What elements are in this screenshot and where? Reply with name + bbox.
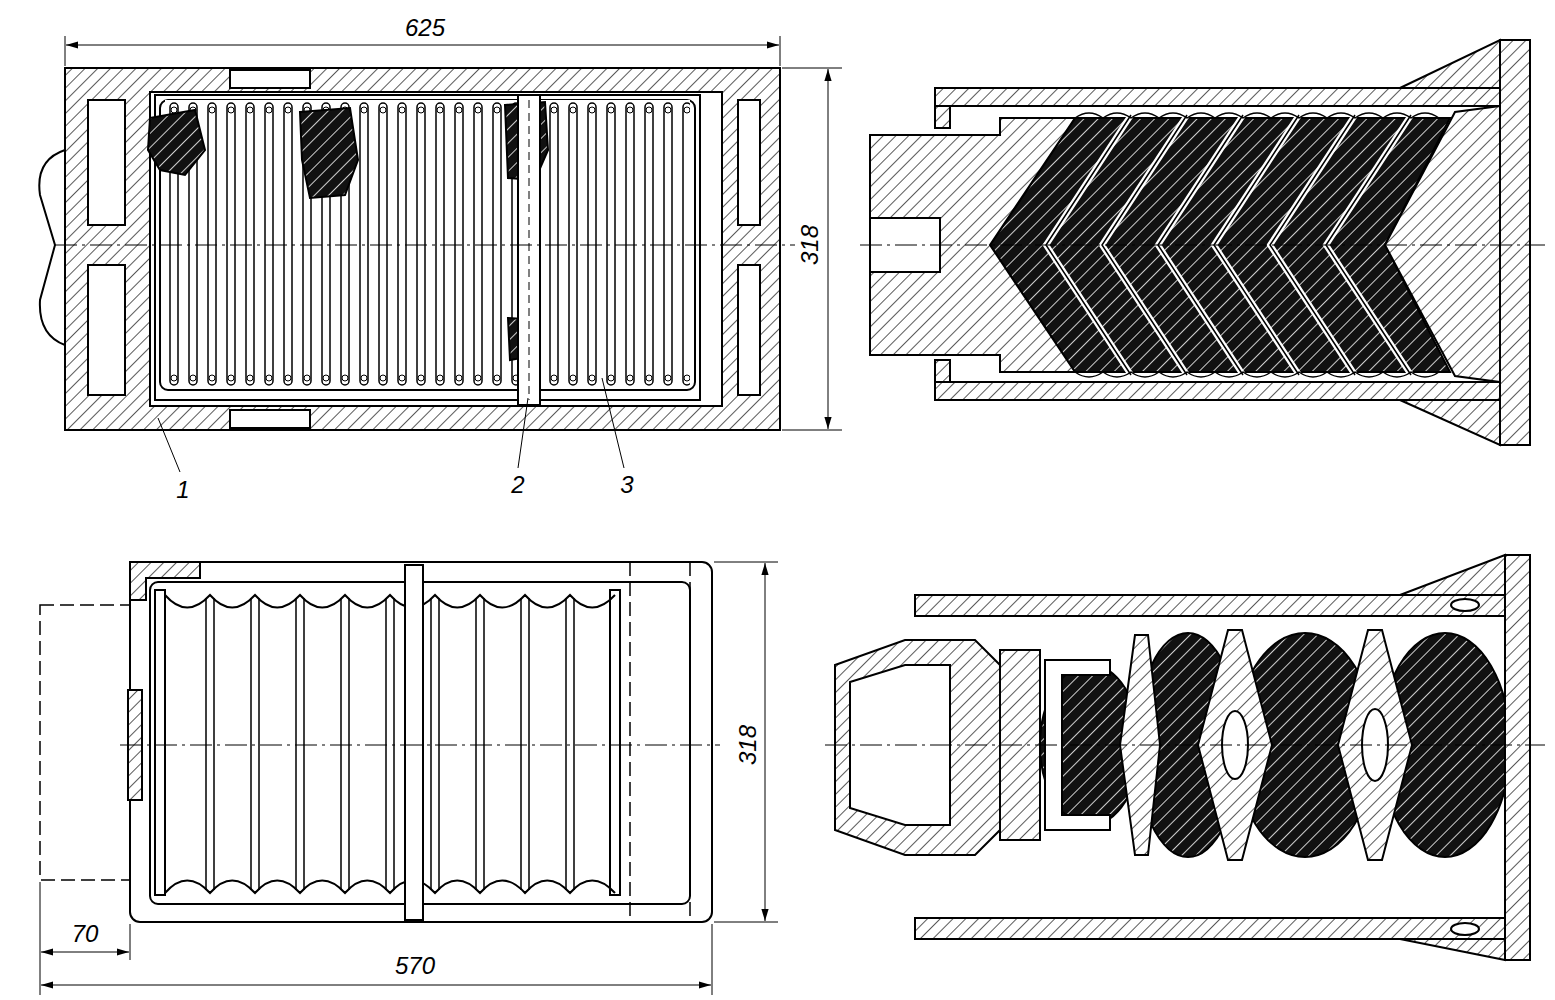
dimension-label: 318 — [798, 223, 822, 267]
leader-line — [518, 398, 528, 468]
extension-line — [65, 36, 66, 66]
extension-line — [714, 562, 778, 563]
dimension-line — [41, 985, 711, 986]
coupler-head — [835, 640, 1000, 855]
sleeve — [230, 410, 310, 428]
flange — [1505, 555, 1530, 960]
callout-number: 1 — [174, 478, 191, 502]
dimension-line — [765, 563, 766, 921]
flange-hole — [1451, 599, 1479, 611]
extension-line — [780, 36, 781, 66]
plate-lines — [206, 598, 574, 890]
housing-wall — [935, 88, 1500, 106]
centerline — [860, 245, 1545, 246]
housing-section — [65, 68, 780, 430]
gusset — [1400, 939, 1505, 960]
dimension-label: 318 — [736, 723, 760, 767]
rubber-element — [300, 108, 358, 198]
gusset — [1400, 40, 1500, 88]
housing-wall — [935, 382, 1500, 400]
centerline — [825, 745, 1545, 746]
corrugated-edge — [165, 881, 615, 894]
gusset — [1400, 555, 1505, 595]
band — [405, 565, 423, 920]
left-block — [40, 605, 130, 880]
hidden-line — [629, 562, 631, 922]
rubber-outline — [1075, 113, 1439, 118]
dimension-label: 570 — [393, 954, 437, 978]
extension-line — [712, 924, 713, 995]
centerline — [55, 245, 795, 246]
housing-wall — [915, 595, 1505, 616]
sleeve — [230, 70, 310, 88]
extension-line — [782, 430, 842, 431]
inner-cavity — [155, 95, 700, 400]
draft-gear-plan-view — [40, 562, 778, 995]
gusset — [1400, 400, 1500, 445]
back-cone — [1385, 106, 1500, 382]
rubber-outline — [1075, 372, 1439, 377]
extension-line — [782, 68, 842, 69]
leader-line — [602, 378, 624, 468]
extension-line — [40, 882, 41, 995]
ring-axis — [529, 100, 530, 400]
callout-number: 2 — [509, 473, 526, 497]
draft-gear-side-section — [39, 36, 842, 472]
dimension-label: 625 — [403, 16, 447, 40]
dimension-line — [41, 952, 129, 953]
leader-line — [158, 418, 180, 472]
end-plate — [610, 590, 620, 895]
extension-line — [714, 922, 778, 923]
rubber-element — [148, 110, 205, 175]
flange — [1500, 40, 1530, 445]
end-plate — [155, 590, 165, 895]
flange-hole — [1451, 923, 1479, 935]
lens-draft-gear-section — [825, 555, 1545, 960]
housing-wall — [915, 918, 1505, 939]
corrugated-plates — [165, 100, 690, 388]
left-face-curve — [39, 150, 65, 345]
chevron-draft-gear-section — [860, 40, 1545, 445]
dimension-line — [66, 45, 779, 46]
callout-number: 3 — [618, 473, 635, 497]
extension-line — [130, 924, 131, 960]
housing-lip — [935, 106, 950, 128]
centerline — [120, 745, 720, 746]
body-outline — [130, 562, 712, 922]
hidden-line — [689, 562, 691, 922]
corrugated-edge — [165, 595, 615, 608]
ring — [518, 95, 540, 405]
dimension-line — [828, 69, 829, 429]
housing-lip — [935, 360, 950, 382]
dimension-label: 70 — [70, 922, 101, 946]
